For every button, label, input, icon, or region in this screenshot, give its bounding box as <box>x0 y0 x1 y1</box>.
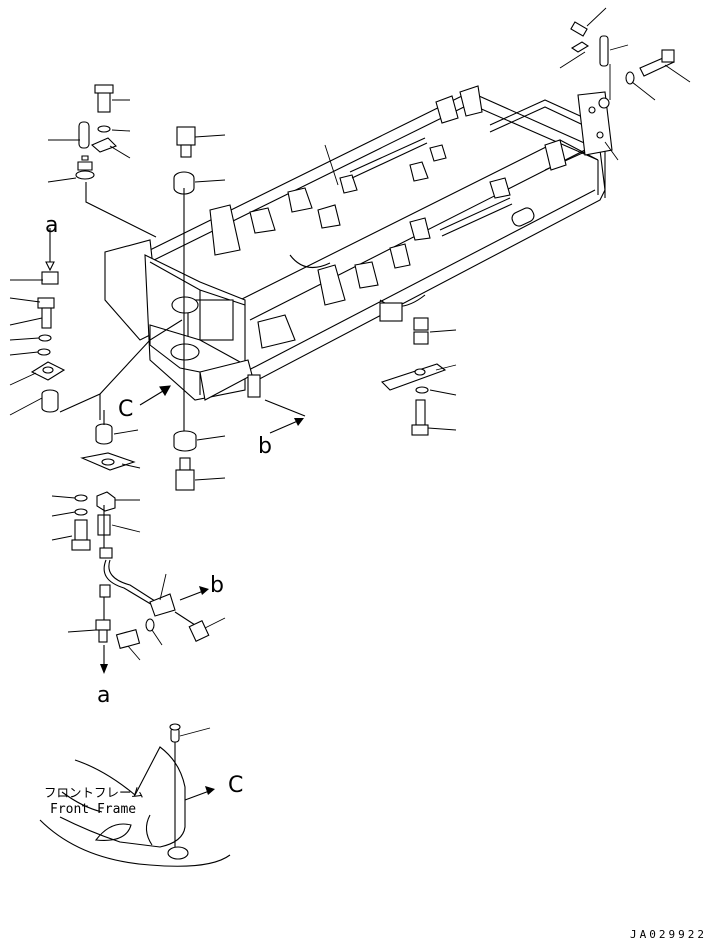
callout-arrows <box>100 385 306 801</box>
front-frame-label-jp: フロントフレーム <box>44 785 144 800</box>
drawing-code: JA029922 <box>630 928 707 941</box>
label-b-lower: b <box>210 573 224 598</box>
right-clamp-parts <box>380 317 457 436</box>
upper-left-parts <box>47 84 339 440</box>
left-mount-stack <box>9 228 183 420</box>
label-b-mid: b <box>258 434 272 459</box>
label-c-mid: C <box>118 397 133 422</box>
rear-pin-parts <box>559 7 691 161</box>
grease-line-parts <box>51 452 226 661</box>
label-a-bottom: a <box>97 683 110 708</box>
lower-bush-parts <box>95 410 226 491</box>
label-c-bottom: C <box>228 773 243 798</box>
front-frame-detail <box>39 723 231 867</box>
label-a-top: a <box>45 213 58 238</box>
rear-frame-assembly <box>104 85 613 401</box>
front-frame-label-en: Front Frame <box>50 802 136 817</box>
